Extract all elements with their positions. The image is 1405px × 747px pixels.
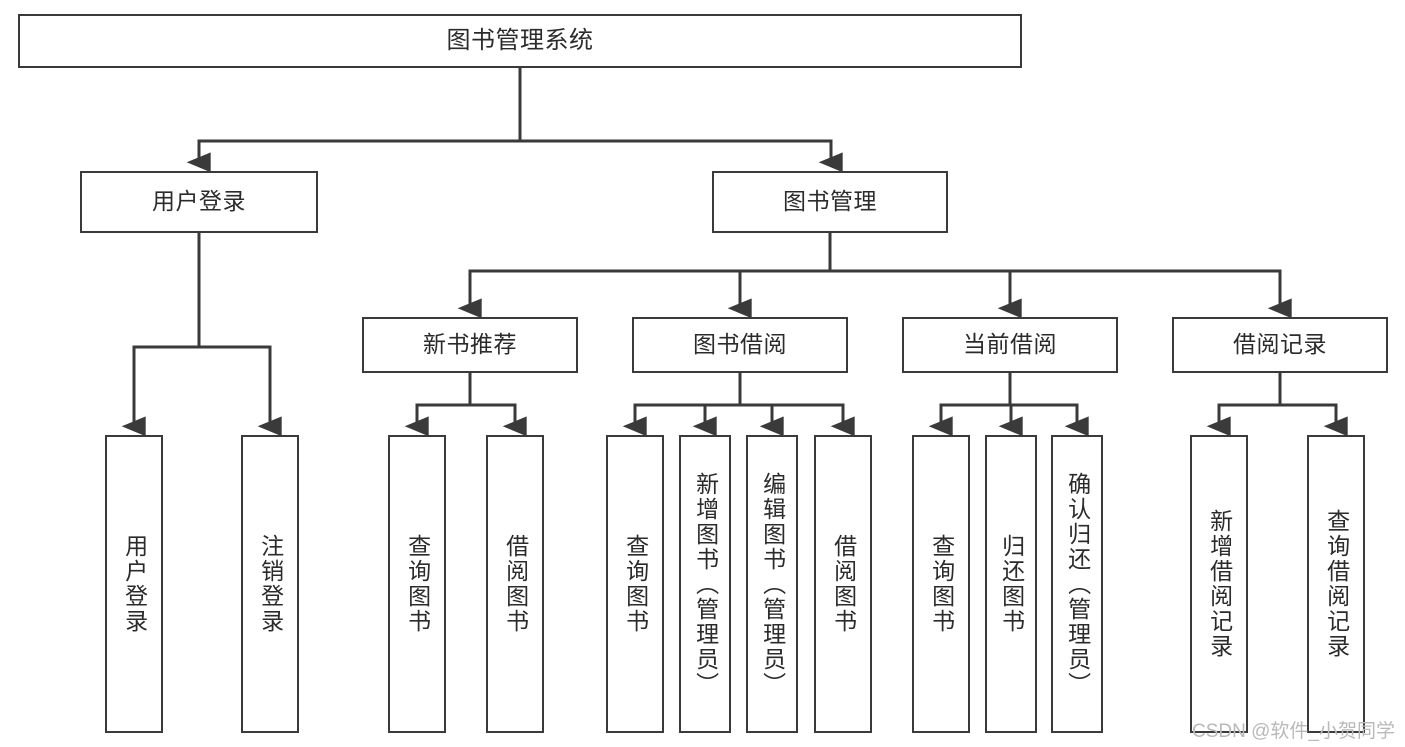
- leaf-borrow-edit-book-admin[interactable]: 编辑图书（管理员）: [746, 435, 798, 733]
- node-label: 用户登录: [121, 534, 148, 634]
- leaf-current-confirm-return-admin[interactable]: 确认归还（管理员）: [1051, 435, 1103, 733]
- node-label: 归还图书: [998, 534, 1025, 634]
- node-label: 查询借阅记录: [1323, 509, 1350, 659]
- leaf-new-book-query-books[interactable]: 查询图书: [388, 435, 446, 733]
- node-label: 当前借阅: [963, 331, 1057, 358]
- leaf-new-book-borrow-books[interactable]: 借阅图书: [486, 435, 544, 733]
- leaf-borrow-borrow-books[interactable]: 借阅图书: [814, 435, 872, 733]
- node-label: 用户登录: [152, 188, 246, 215]
- leaf-current-return-books[interactable]: 归还图书: [985, 435, 1037, 733]
- node-label: 借阅图书: [502, 534, 529, 634]
- node-label: 新增图书（管理员）: [692, 471, 719, 697]
- node-label: 借阅图书: [830, 534, 857, 634]
- node-label: 图书借阅: [693, 331, 787, 358]
- node-label: 查询图书: [928, 534, 955, 634]
- leaf-borrow-query-books[interactable]: 查询图书: [606, 435, 664, 733]
- node-label: 查询图书: [622, 534, 649, 634]
- node-label: 注销登录: [257, 534, 284, 634]
- node-current-borrowing[interactable]: 当前借阅: [902, 317, 1118, 373]
- node-book-management[interactable]: 图书管理: [712, 171, 948, 233]
- leaf-current-query-books[interactable]: 查询图书: [912, 435, 970, 733]
- leaf-records-add-record[interactable]: 新增借阅记录: [1190, 435, 1248, 733]
- leaf-user-login-sign-in[interactable]: 用户登录: [105, 435, 163, 733]
- node-label: 新书推荐: [423, 331, 517, 358]
- node-label: 编辑图书（管理员）: [759, 471, 786, 697]
- node-new-book-recommendation[interactable]: 新书推荐: [362, 317, 578, 373]
- node-label: 新增借阅记录: [1206, 509, 1233, 659]
- node-borrowing-records[interactable]: 借阅记录: [1172, 317, 1388, 373]
- node-user-login[interactable]: 用户登录: [80, 171, 318, 233]
- node-label: 图书管理系统: [446, 26, 594, 54]
- node-book-borrowing[interactable]: 图书借阅: [632, 317, 848, 373]
- node-label: 查询图书: [404, 534, 431, 634]
- leaf-records-query-record[interactable]: 查询借阅记录: [1307, 435, 1365, 733]
- leaf-user-login-sign-out[interactable]: 注销登录: [241, 435, 299, 733]
- node-label: 确认归还（管理员）: [1064, 471, 1091, 697]
- leaf-borrow-add-book-admin[interactable]: 新增图书（管理员）: [679, 435, 731, 733]
- node-label: 借阅记录: [1233, 331, 1327, 358]
- node-root-book-management-system[interactable]: 图书管理系统: [18, 14, 1022, 68]
- node-label: 图书管理: [783, 188, 877, 215]
